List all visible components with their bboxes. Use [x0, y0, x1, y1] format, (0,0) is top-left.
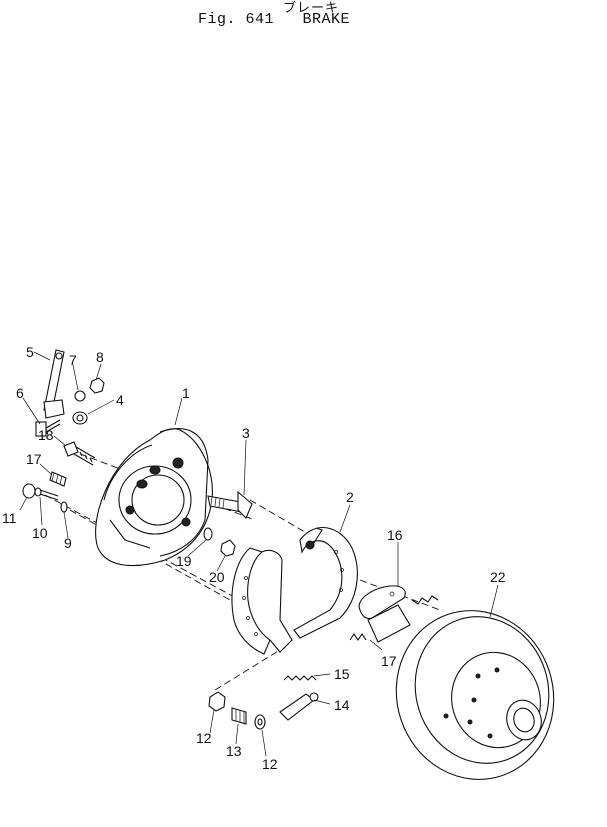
part-bolt-19: [63, 441, 96, 466]
part-plate-16: [358, 585, 406, 620]
part-spring-16b: [411, 595, 439, 605]
part-bracket-17: [367, 604, 411, 643]
callout-13: 13: [226, 743, 242, 759]
part-cam-3: [207, 490, 253, 519]
callout-7: 7: [69, 352, 77, 368]
callout-11: 11: [2, 510, 17, 526]
callout-12-right: 12: [262, 756, 278, 772]
part-brake-drum-22: [395, 610, 555, 780]
callout-14: 14: [334, 697, 350, 713]
part-washer-20: [203, 527, 213, 541]
part-spring-13: [231, 707, 247, 725]
part-spring-17b: [349, 633, 367, 641]
part-nut-8: [89, 377, 105, 394]
japanese-title: ブレーキ: [283, 1, 340, 16]
part-bolt-6: [35, 419, 61, 437]
callout-22: 22: [490, 569, 506, 585]
callout-15: 15: [334, 666, 350, 682]
callout-17: 17: [381, 653, 397, 669]
callout-2: 2: [346, 489, 354, 505]
part-nut-21: [220, 539, 236, 557]
part-pin-10: [34, 487, 59, 501]
part-washer-12b: [254, 714, 266, 730]
callout-12-left: 12: [196, 730, 212, 746]
callout-18: 17: [26, 451, 42, 467]
callout-3: 3: [242, 425, 250, 441]
callout-1: 1: [182, 385, 190, 401]
part-washer-9: [60, 501, 68, 513]
callout-5: 5: [26, 344, 34, 360]
part-cap-11: [22, 483, 36, 499]
figure-header: ブレーキ Fig. 641 BRAKE: [0, 0, 607, 40]
figure-title: Fig. 641 BRAKE: [198, 11, 350, 28]
figure-label: Fig. 641: [198, 11, 275, 28]
part-spring-15: [283, 675, 317, 681]
part-plug-18: [49, 471, 67, 487]
leader-lines: [19, 351, 499, 757]
callout-labels: 5 7 8 4 6 18 1 3 2 17 11 10 9 19 20 16 1…: [2, 344, 506, 772]
callout-4: 4: [116, 392, 124, 408]
callout-19: 18: [38, 427, 54, 443]
part-brake-shoe-rear: [293, 526, 358, 639]
callout-21: 20: [209, 569, 225, 585]
part-lever: [43, 349, 65, 419]
part-adjuster-14: [279, 692, 319, 721]
figure-name: BRAKE: [302, 11, 351, 28]
part-backing-plate: [95, 428, 213, 567]
part-washer-4: [72, 411, 88, 425]
callout-8: 8: [96, 349, 104, 365]
part-washer-7: [74, 390, 86, 402]
callout-9: 9: [64, 535, 72, 551]
callout-16: 16: [387, 527, 403, 543]
part-nut-12a: [208, 691, 226, 712]
callout-20: 19: [176, 553, 192, 569]
callout-6: 6: [16, 385, 24, 401]
callout-10: 10: [32, 525, 48, 541]
part-brake-shoe-front: [231, 547, 293, 655]
